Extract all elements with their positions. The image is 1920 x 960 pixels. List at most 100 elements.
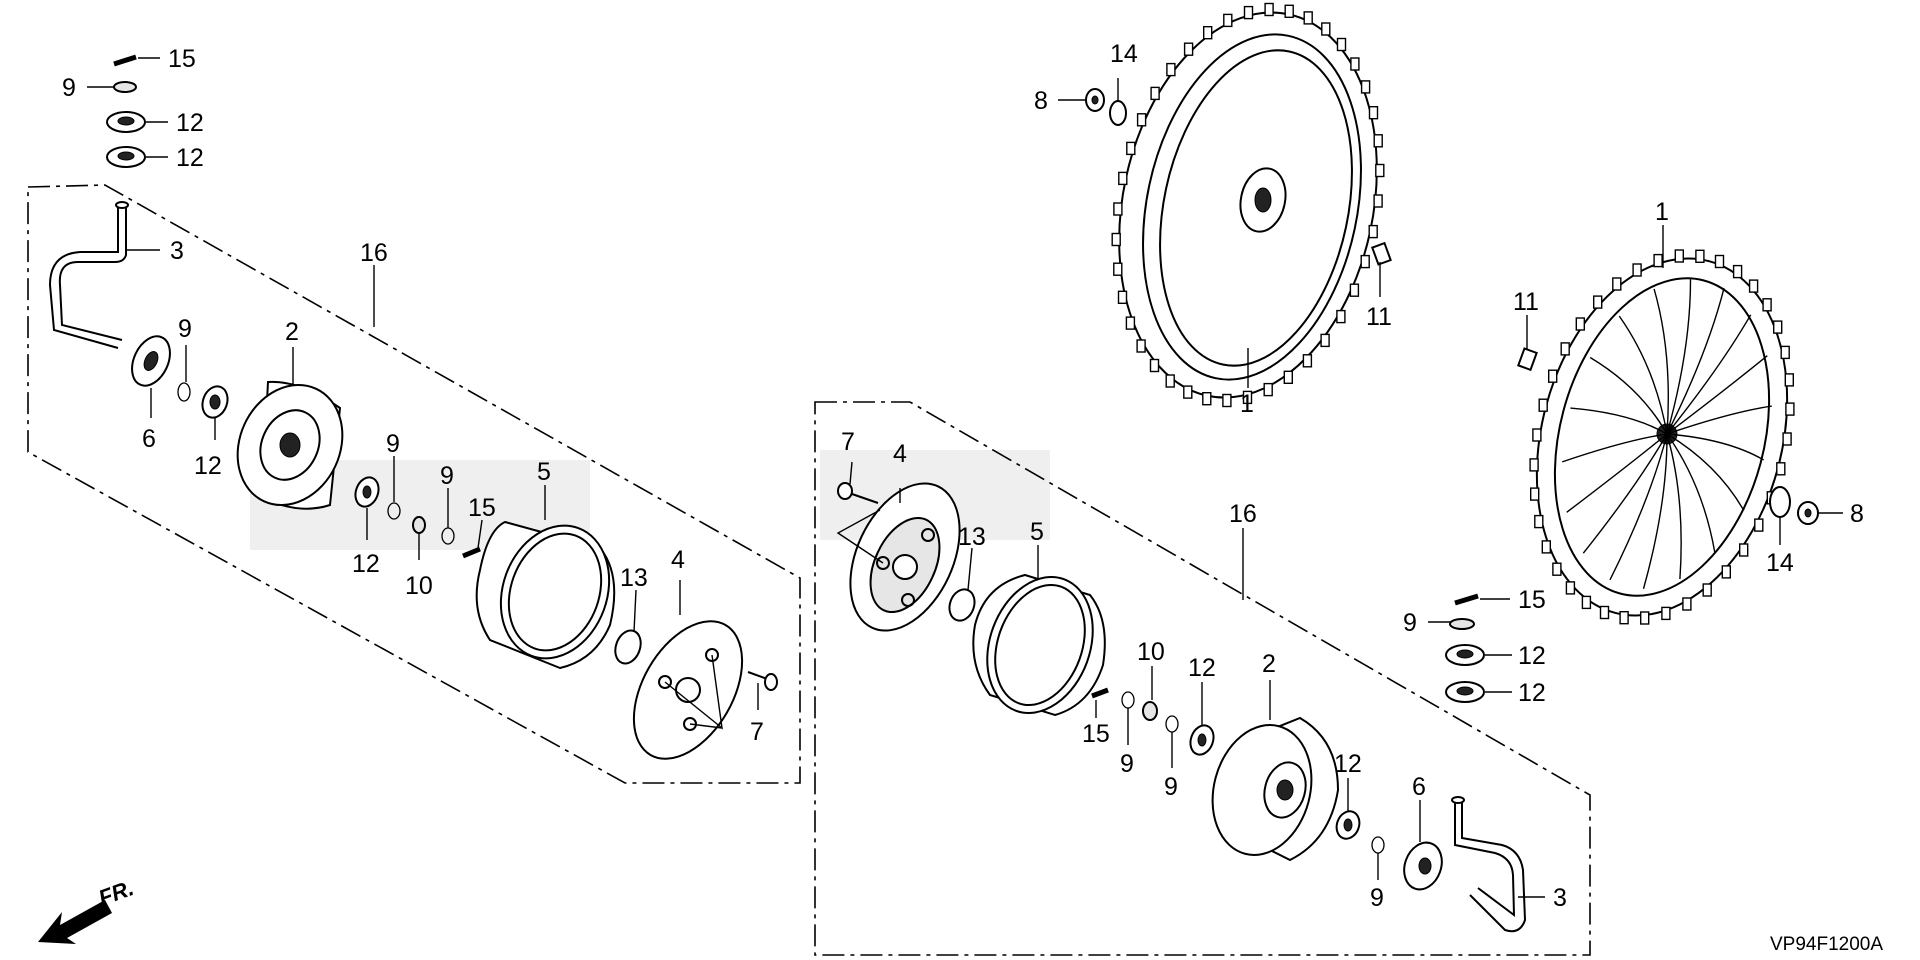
callout-12: 12 bbox=[1518, 642, 1546, 670]
washer bbox=[1769, 486, 1791, 518]
tread-lug bbox=[1714, 254, 1725, 269]
gear-case bbox=[236, 380, 344, 510]
tread-lug bbox=[1150, 86, 1160, 101]
tread-lug bbox=[1772, 320, 1783, 334]
drive-pulley bbox=[131, 335, 171, 387]
tread-lug bbox=[1113, 262, 1123, 276]
wheel-tread bbox=[1111, 2, 1385, 408]
callout-13: 13 bbox=[958, 523, 986, 551]
callout-4: 4 bbox=[893, 440, 907, 468]
bearing bbox=[106, 146, 146, 168]
tread-lug bbox=[1619, 611, 1629, 625]
hex-nut bbox=[1797, 501, 1819, 525]
callout-8: 8 bbox=[1850, 500, 1864, 528]
callout-16: 16 bbox=[1229, 500, 1257, 528]
wheel-spoke bbox=[1666, 405, 1772, 435]
o-ring bbox=[948, 588, 976, 622]
brake-drum bbox=[972, 573, 1106, 717]
spring-pin bbox=[1454, 593, 1479, 606]
tread-lug bbox=[1118, 171, 1128, 186]
leader-lines bbox=[87, 57, 1843, 898]
callout-8: 8 bbox=[1034, 87, 1048, 115]
tread-lug bbox=[1776, 462, 1786, 476]
cover-plate bbox=[632, 620, 744, 760]
tread-lug bbox=[1612, 277, 1622, 291]
tread-lug bbox=[1336, 37, 1347, 52]
bearing bbox=[201, 385, 229, 419]
callout-6: 6 bbox=[1412, 773, 1426, 801]
wheel-spoke bbox=[1618, 315, 1668, 435]
callout-1: 1 bbox=[1655, 198, 1669, 226]
callout-7: 7 bbox=[841, 428, 855, 456]
callout-14: 14 bbox=[1110, 40, 1138, 68]
key bbox=[1371, 241, 1392, 266]
tread-lug bbox=[1166, 62, 1176, 77]
wheel-spoke bbox=[1666, 314, 1752, 435]
tread-lug bbox=[1782, 432, 1792, 446]
tread-lug bbox=[1682, 597, 1692, 611]
tread-lug bbox=[1242, 390, 1253, 405]
washer bbox=[1371, 836, 1385, 854]
tread-lug bbox=[1754, 518, 1764, 532]
callout-9: 9 bbox=[1120, 750, 1134, 778]
left-assembly-box bbox=[27, 184, 801, 784]
tread-lug bbox=[1320, 333, 1330, 348]
wheel-spokes bbox=[1561, 279, 1772, 589]
diagram-code: VP94F1200A bbox=[1770, 934, 1883, 955]
callout-15: 15 bbox=[1082, 720, 1110, 748]
tread-lug bbox=[1222, 393, 1232, 408]
spring-pin bbox=[1091, 687, 1109, 699]
wheel-tread bbox=[1529, 249, 1795, 625]
callout-15: 15 bbox=[468, 494, 496, 522]
tread-lug bbox=[1599, 605, 1610, 620]
callout-9: 9 bbox=[1370, 884, 1384, 912]
tread-lug bbox=[1534, 514, 1544, 529]
tread-lug bbox=[1149, 358, 1160, 373]
wheel-spoke bbox=[1609, 433, 1668, 581]
tread-lug bbox=[1183, 385, 1193, 399]
front-direction-arrow: FR. bbox=[38, 875, 137, 944]
tread-lug bbox=[1541, 540, 1552, 554]
tread-lug bbox=[1547, 369, 1558, 383]
bolt bbox=[837, 482, 879, 504]
wheel-outer bbox=[1118, 11, 1378, 399]
callout-12: 12 bbox=[1518, 679, 1546, 707]
wheel-spoke bbox=[1589, 356, 1668, 435]
tread-lug bbox=[1695, 249, 1705, 264]
callout-5: 5 bbox=[1030, 518, 1044, 546]
callout-13: 13 bbox=[620, 564, 648, 592]
wheel-spoke bbox=[1666, 433, 1682, 580]
tread-lug bbox=[1360, 254, 1370, 269]
bearing bbox=[106, 111, 146, 133]
tread-lug bbox=[1552, 562, 1562, 576]
tread-lug bbox=[1639, 611, 1650, 625]
callout-6: 6 bbox=[142, 425, 156, 453]
retaining-ring bbox=[412, 516, 426, 534]
callout-12: 12 bbox=[1188, 654, 1216, 682]
wheel-spoke bbox=[1666, 433, 1745, 511]
wheel-spoke bbox=[1666, 355, 1768, 435]
wheel-spoke bbox=[1642, 433, 1668, 589]
tread-lug bbox=[1223, 13, 1233, 28]
callout-9: 9 bbox=[178, 315, 192, 343]
callout-2: 2 bbox=[1262, 650, 1276, 678]
callout-12: 12 bbox=[176, 144, 204, 172]
tread-lug bbox=[1565, 581, 1576, 595]
wheel-spoke bbox=[1566, 433, 1668, 513]
tread-lug bbox=[1632, 263, 1642, 277]
drive-pulley bbox=[1403, 841, 1443, 891]
direction-label: FR. bbox=[95, 875, 137, 911]
callout-15: 15 bbox=[168, 45, 196, 73]
washer bbox=[387, 502, 401, 520]
wheel-spoke bbox=[1561, 433, 1668, 463]
tread-lug bbox=[1674, 249, 1685, 263]
callout-11: 11 bbox=[1366, 303, 1392, 331]
wheel-spoke bbox=[1666, 433, 1716, 553]
retaining-ring bbox=[1142, 701, 1158, 721]
tread-lug bbox=[1283, 370, 1294, 384]
callout-12: 12 bbox=[352, 550, 380, 578]
tread-lug bbox=[1721, 565, 1732, 579]
brake-drum bbox=[475, 520, 616, 670]
tread-lug bbox=[1785, 402, 1795, 416]
tread-lug bbox=[1538, 398, 1548, 412]
